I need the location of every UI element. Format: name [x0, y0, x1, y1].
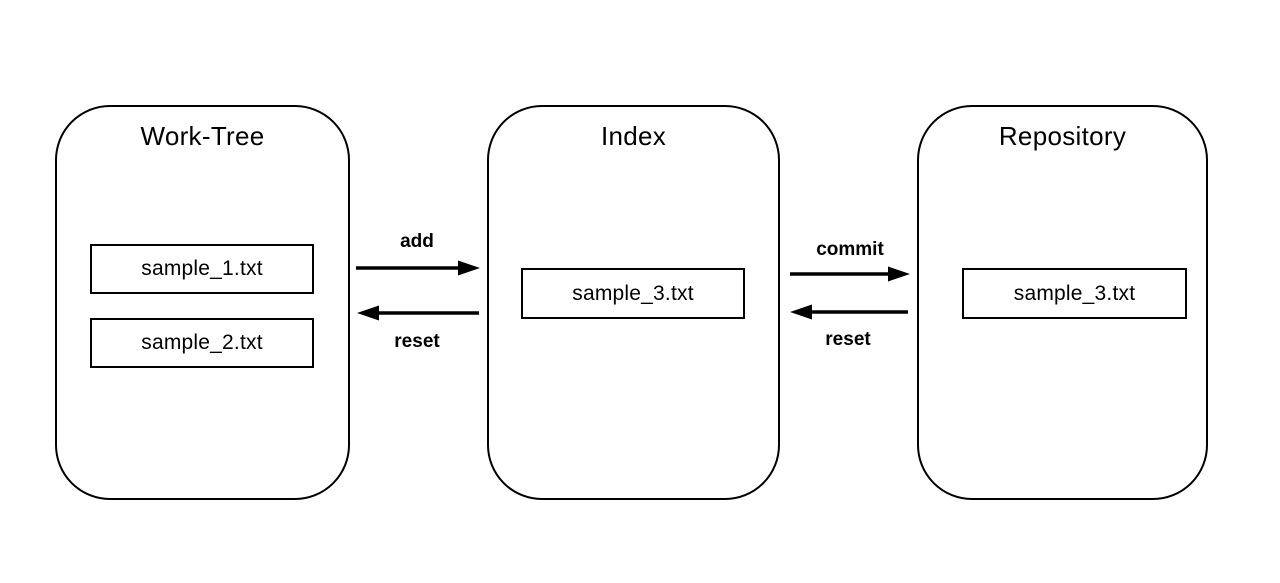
- reset-arrow-left-icon: [357, 305, 479, 321]
- file-node-sample-3-repo: sample_3.txt: [962, 268, 1187, 319]
- reset-arrow-left-icon-2: [790, 304, 908, 320]
- file-node-sample-1: sample_1.txt: [90, 244, 314, 294]
- container-index: Index sample_3.txt: [487, 105, 780, 500]
- commit-arrow-right-icon: [790, 266, 910, 282]
- commit-arrow-label: commit: [816, 239, 884, 260]
- add-arrow-label: add: [400, 231, 434, 252]
- container-work-tree: Work-Tree sample_1.txt sample_2.txt: [55, 105, 350, 500]
- container-work-tree-title: Work-Tree: [140, 121, 265, 151]
- container-repository: Repository sample_3.txt: [917, 105, 1208, 500]
- container-index-title: Index: [600, 121, 667, 151]
- container-repository-title: Repository: [998, 121, 1127, 151]
- reset-arrow-label-worktree: reset: [394, 331, 440, 352]
- reset-arrow-label-index: reset: [825, 329, 871, 350]
- add-arrow-right-icon: [356, 260, 480, 276]
- file-node-sample-2: sample_2.txt: [90, 318, 314, 368]
- file-node-sample-3-index: sample_3.txt: [521, 268, 745, 319]
